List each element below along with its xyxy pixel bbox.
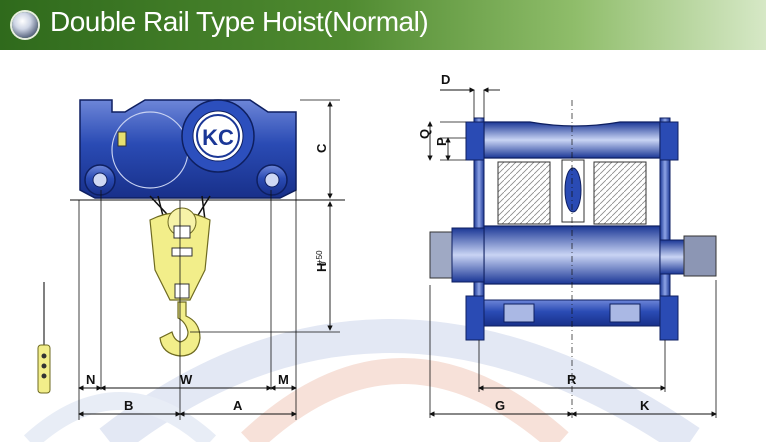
hook: [159, 301, 201, 357]
dim-label-g: G: [495, 398, 505, 413]
dim-label-c: C: [314, 143, 329, 153]
dim-label-k: K: [640, 398, 650, 413]
side-view: KC: [37, 99, 345, 420]
dim-label-q: Q: [417, 129, 432, 139]
dim-label-n: N: [86, 372, 95, 387]
dim-label-w: W: [180, 372, 193, 387]
dim-label-a: A: [233, 398, 243, 413]
dim-label-r: R: [567, 372, 577, 387]
dim-label-m: M: [278, 372, 289, 387]
sphere-bullet-icon: [12, 12, 38, 38]
dim-label-h-tol-upper: +50: [315, 250, 324, 264]
logo-text: KC: [202, 125, 234, 150]
dim-label-d: D: [441, 72, 450, 87]
company-logo: KC: [196, 114, 240, 158]
dim-label-h: H: [314, 263, 329, 272]
dim-label-p: P: [434, 137, 449, 146]
title-banner: Double Rail Type Hoist(Normal): [0, 0, 766, 50]
pendant-control: [37, 282, 51, 394]
top-view: D Q P R G K: [417, 72, 717, 420]
dim-label-b: B: [124, 398, 133, 413]
dim-label-h-tol-lower: 0: [319, 261, 328, 266]
hook-block: [149, 207, 211, 357]
page-title: Double Rail Type Hoist(Normal): [50, 6, 429, 37]
